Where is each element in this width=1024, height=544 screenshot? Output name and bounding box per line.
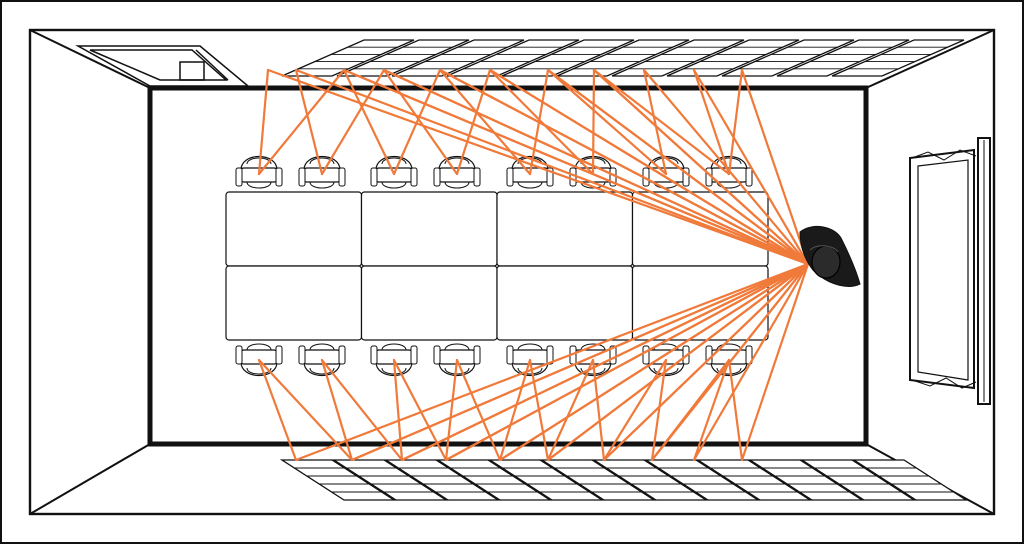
sightline-ray — [257, 68, 270, 176]
window-panel-icon — [556, 39, 690, 77]
sightline-ray — [342, 68, 810, 266]
sightline-ray — [320, 68, 386, 176]
window-panel-icon — [435, 459, 553, 501]
sightline-ray — [546, 68, 668, 176]
sightline-ray — [592, 68, 810, 266]
window-panel-icon — [666, 39, 800, 77]
table-segment — [631, 191, 769, 267]
person-icon — [799, 225, 861, 287]
sightline-ray — [546, 262, 810, 462]
window-panel-icon — [501, 39, 635, 77]
window-panel-icon — [799, 459, 917, 501]
sightline-ray — [266, 68, 810, 266]
window-panel-icon — [721, 39, 855, 77]
sightline-ray — [650, 358, 668, 462]
sightline-ray — [692, 68, 810, 266]
window-panel-icon — [747, 459, 865, 501]
window-panel-icon — [695, 459, 813, 501]
sightline-ray — [498, 358, 532, 462]
table-segment — [225, 265, 363, 341]
sightline-ray — [602, 262, 810, 462]
sightline-ray — [257, 68, 346, 176]
sightline-ray — [320, 358, 354, 462]
sightline-ray — [498, 262, 810, 462]
sightline-ray — [591, 68, 596, 176]
sightline-ray — [602, 358, 668, 462]
sightline-ray — [438, 68, 810, 266]
sightline-ray — [392, 68, 442, 176]
conference-table — [225, 191, 769, 341]
sightline-rays — [257, 68, 810, 462]
table-segment — [496, 191, 634, 267]
sightline-ray — [592, 68, 731, 176]
sightline-ray — [727, 68, 744, 176]
window-panel-icon — [331, 459, 449, 501]
table-segment — [360, 191, 498, 267]
sightline-ray — [257, 358, 354, 462]
outer-wall — [28, 28, 996, 516]
window-panel-icon — [539, 459, 657, 501]
sightline-ray — [692, 68, 731, 176]
sightline-ray — [740, 68, 810, 266]
table-segment — [225, 191, 363, 267]
sightline-ray — [528, 358, 550, 462]
sightline-ray — [257, 358, 298, 462]
window-panel-icon — [611, 39, 745, 77]
sightline-ray — [294, 262, 810, 462]
sightline-ray — [546, 68, 810, 266]
sightline-ray — [382, 68, 459, 176]
sightline-ray — [438, 68, 532, 176]
sightline-ray — [342, 68, 396, 176]
sightline-ray — [382, 68, 810, 266]
window-panel-icon — [591, 459, 709, 501]
table-segment — [360, 265, 498, 341]
sightline-ray — [488, 68, 810, 266]
sightline-ray — [642, 68, 668, 176]
window-panel-icon — [831, 39, 965, 77]
sightline-ray — [546, 358, 595, 462]
door-icon — [75, 45, 251, 87]
sightline-ray — [400, 262, 810, 462]
sightline-ray — [455, 68, 492, 176]
window-panel-icon — [776, 39, 910, 77]
window-panel-icon — [643, 459, 761, 501]
sightline-ray — [294, 68, 324, 176]
sightline-ray — [455, 358, 502, 462]
sightline-ray — [591, 358, 606, 462]
window-panel-icon — [279, 459, 397, 501]
sightline-ray — [727, 358, 744, 462]
screen-icon — [909, 137, 991, 405]
window-panel-icon — [383, 459, 501, 501]
window-panels-top — [281, 39, 965, 77]
sightline-ray — [392, 358, 404, 462]
window-panel-icon — [391, 39, 525, 77]
perspective-lines — [29, 29, 995, 515]
window-panel-icon — [281, 39, 415, 77]
table-segment — [496, 265, 634, 341]
window-panel-icon — [851, 459, 969, 501]
sightline-ray — [528, 68, 550, 176]
sightline-ray — [444, 262, 810, 462]
sightline-ray — [444, 358, 459, 462]
sightline-ray — [740, 262, 810, 462]
sightline-ray — [692, 358, 731, 462]
window-panels-bottom — [279, 459, 969, 501]
sightline-ray — [320, 358, 404, 462]
sightline-ray — [294, 68, 810, 266]
sightline-ray — [692, 262, 810, 462]
window-panel-icon — [487, 459, 605, 501]
